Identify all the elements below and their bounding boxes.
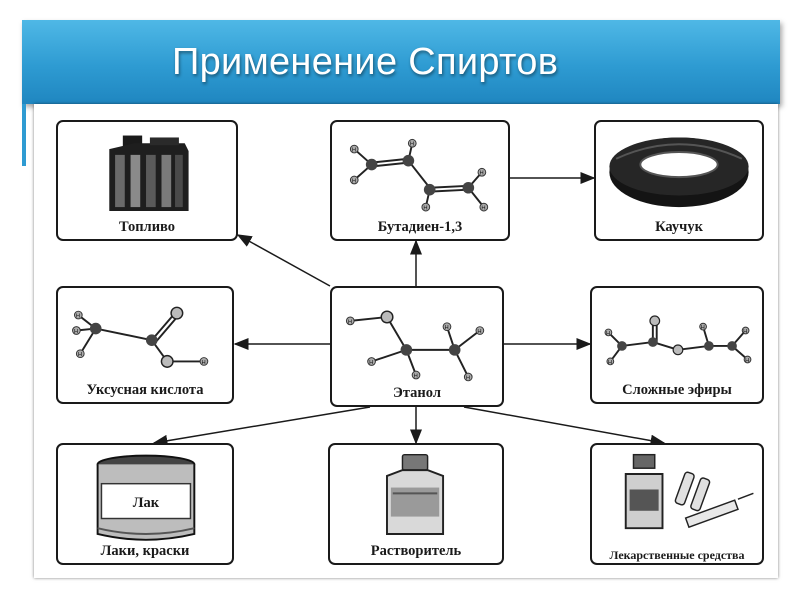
node-fuel: Топливо: [56, 120, 238, 241]
banner-accent: [22, 104, 26, 166]
hydrogen-atom-label: H: [701, 325, 705, 331]
hydrogen-atom-label: H: [423, 206, 427, 212]
solvent-bottle-icon: [386, 453, 445, 535]
node-butadiene: H H H H H H Бутадиен-1,3: [330, 120, 510, 241]
butadiene-molecule-icon: H H H H H H: [349, 138, 489, 212]
hydrogen-atom-label: H: [414, 373, 418, 379]
slide-title: Применение Спиртов: [172, 41, 559, 83]
ester-molecule-icon: H H H H H: [604, 315, 752, 366]
arrow-to-varnishes: [152, 406, 371, 447]
node-ethanol: H H H H H H Этанол: [330, 286, 504, 407]
ethanol-molecule-icon: H H H H H H: [345, 310, 485, 381]
acetic-acid-molecule-icon: H H H H: [72, 306, 209, 368]
medicines-label: Лекарственные средства: [609, 548, 745, 562]
hydrogen-atom-label: H: [202, 360, 206, 366]
hydrogen-atom-label: H: [743, 329, 747, 335]
hydrogen-atom-label: H: [477, 329, 481, 335]
node-acetic-acid: H H H H Уксусная кислота: [56, 286, 234, 404]
node-rubber: Каучук: [594, 120, 764, 241]
hydrogen-atom-label: H: [369, 360, 373, 366]
node-esters: H H H H H Сложные эфиры: [590, 286, 764, 404]
varnish-can-text: Лак: [133, 495, 160, 511]
butadiene-label: Бутадиен-1,3: [377, 219, 463, 235]
varnish-can-icon: Лак: [96, 454, 196, 541]
hydrogen-atom-label: H: [466, 375, 470, 381]
ethanol-label: Этанол: [393, 385, 441, 401]
esters-label: Сложные эфиры: [622, 382, 732, 398]
arrow-to-fuel: [236, 234, 331, 287]
varnishes-label: Лаки, краски: [100, 543, 190, 559]
hydrogen-atom-label: H: [745, 358, 749, 364]
hydrogen-atom-label: H: [606, 331, 610, 337]
diagram-panel: Топливо H H H H H H Бутадиен-1,3: [34, 104, 778, 578]
title-banner: [22, 20, 780, 104]
hydrogen-atom-label: H: [445, 325, 449, 331]
arrow-to-medicines: [463, 406, 666, 447]
acetic-acid-label: Уксусная кислота: [86, 382, 204, 398]
hydrogen-atom-label: H: [348, 319, 352, 325]
hydrogen-atom-label: H: [410, 142, 414, 148]
hydrogen-atom-label: H: [479, 171, 483, 177]
node-solvent: Растворитель: [328, 443, 504, 565]
node-varnishes: Лак Лаки, краски: [56, 443, 234, 565]
rubber-label: Каучук: [655, 219, 703, 235]
node-medicines: Лекарственные средства: [590, 443, 764, 565]
medicines-icon: [624, 453, 754, 530]
hydrogen-atom-label: H: [608, 360, 612, 366]
hydrogen-atom-label: H: [78, 352, 82, 358]
arrow-layer: [152, 172, 666, 447]
hydrogen-atom-label: H: [352, 147, 356, 153]
fuel-canister-icon: [109, 135, 189, 211]
hydrogen-atom-label: H: [481, 206, 485, 212]
fuel-label: Топливо: [118, 219, 176, 235]
hydrogen-atom-label: H: [352, 178, 356, 184]
solvent-label: Растворитель: [370, 543, 462, 559]
tire-icon: [609, 137, 749, 208]
hydrogen-atom-label: H: [74, 329, 78, 335]
hydrogen-atom-label: H: [76, 313, 80, 319]
